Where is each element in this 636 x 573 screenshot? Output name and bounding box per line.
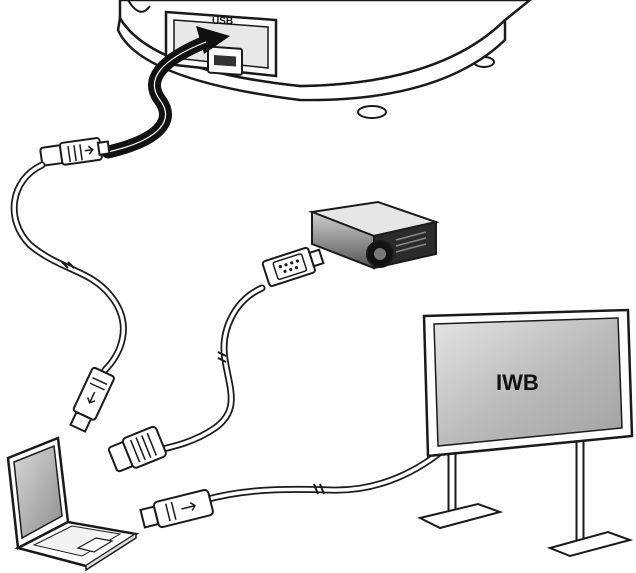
usb-connector-laptop [69, 366, 115, 433]
vga-connector-laptop [107, 425, 167, 473]
usb-port-label: USB [212, 16, 233, 27]
iwb-usb-cable [201, 442, 452, 504]
laptop [6, 436, 140, 572]
usb-cable-camera [101, 26, 230, 159]
projector [308, 200, 440, 270]
vga-cable [146, 284, 266, 456]
usb-connector-top [39, 137, 111, 167]
usb-cable-laptop [10, 161, 127, 374]
iwb-screen [433, 317, 623, 447]
document-camera-base: USB [116, 0, 533, 119]
iwb-label: IWB [496, 370, 539, 395]
laptop-screen [13, 444, 63, 540]
usb-connector-iwb [139, 488, 214, 529]
vga-connector-projector [261, 246, 325, 287]
interactive-whiteboard: IWB [417, 308, 634, 558]
arrow-icon [196, 26, 230, 54]
usb-port-housing: USB [164, 10, 278, 78]
